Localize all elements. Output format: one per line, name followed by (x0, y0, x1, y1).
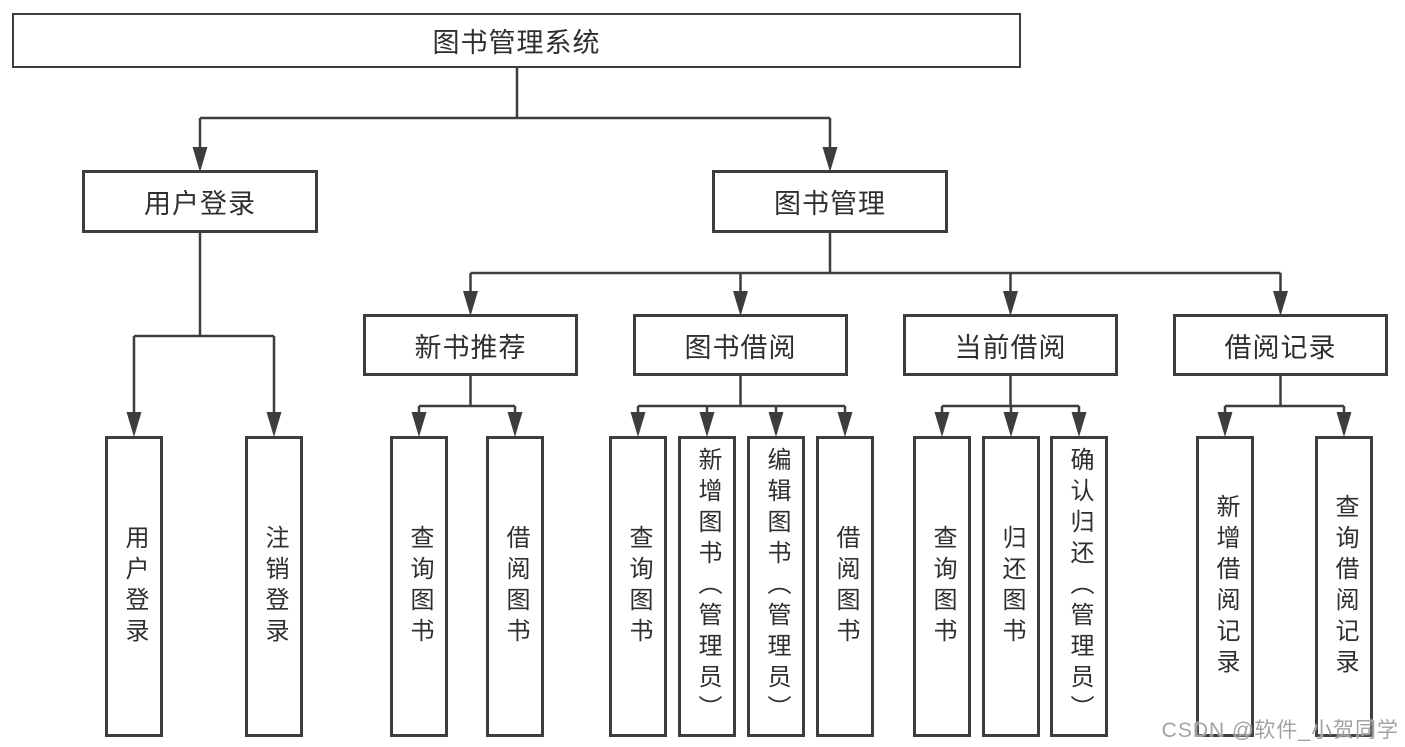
leaf-query-borrow-record: 查询借阅记录 (1315, 436, 1373, 737)
node-book-borrow: 图书借阅 (633, 314, 848, 376)
leaf-confirm-return-admin: 确认归还（管理员） (1050, 436, 1108, 737)
leaf-add-borrow-record: 新增借阅记录 (1196, 436, 1254, 737)
leaf-edit-books-admin: 编辑图书（管理员） (747, 436, 805, 737)
node-new-book-recommend: 新书推荐 (363, 314, 578, 376)
node-borrow-records: 借阅记录 (1173, 314, 1388, 376)
node-current-borrow: 当前借阅 (903, 314, 1118, 376)
node-book-management: 图书管理 (712, 170, 948, 233)
leaf-return-books: 归还图书 (982, 436, 1040, 737)
leaf-add-books-admin: 新增图书（管理员） (678, 436, 736, 737)
node-user-login: 用户登录 (82, 170, 318, 233)
leaf-query-books-borrow: 查询图书 (609, 436, 667, 737)
leaf-logout: 注销登录 (245, 436, 303, 737)
leaf-query-books-recommend: 查询图书 (390, 436, 448, 737)
leaf-borrow-books-recommend: 借阅图书 (486, 436, 544, 737)
node-book-management-system: 图书管理系统 (12, 13, 1021, 68)
leaf-query-books-current: 查询图书 (913, 436, 971, 737)
leaf-user-login: 用户登录 (105, 436, 163, 737)
leaf-borrow-books: 借阅图书 (816, 436, 874, 737)
csdn-watermark: CSDN @软件_小贺同学 (1161, 719, 1399, 742)
